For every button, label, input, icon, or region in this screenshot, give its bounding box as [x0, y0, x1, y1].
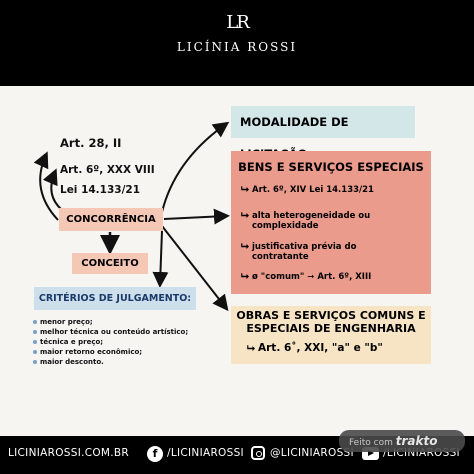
- bens-title: BENS E SERVIÇOS ESPECIAIS: [238, 160, 424, 174]
- art28-label: Art. 28, II: [60, 136, 122, 150]
- conceito-box: CONCEITO: [72, 253, 148, 274]
- bens-item: complexidade: [252, 221, 319, 231]
- corner-arrow-icon: ⮡: [241, 184, 249, 195]
- corner-arrow-icon: ⮡: [247, 343, 255, 354]
- bens-item: ⮡justificativa prévia do: [241, 241, 357, 252]
- obras-item: ⮡Art. 6˚, XXI, "a" e "b": [247, 342, 383, 354]
- header: LR LICÍNIA ROSSI: [0, 0, 474, 86]
- arrow-to-bens: [163, 208, 230, 225]
- modalidade-box: MODALIDADE DE LICITAÇÃO: [231, 106, 415, 161]
- criterio-item: maior retorno econômico;: [33, 348, 142, 356]
- arrow-to-art28: [33, 151, 59, 221]
- arrow-to-art6: [42, 168, 63, 211]
- arrow-to-obras: [161, 225, 229, 312]
- arrow-to-modalidade: [161, 121, 230, 213]
- bens-item: ⮡ø "comum" ➞ Art. 6º, XIII: [241, 271, 372, 282]
- footer-instagram-link[interactable]: @LICINIAROSSI: [270, 447, 354, 459]
- concorrencia-box: CONCORRÊNCIA: [59, 208, 163, 231]
- footer-site-link[interactable]: LICINIAROSSI.COM.BR: [8, 447, 130, 459]
- logo: LR: [226, 12, 250, 33]
- criterios-box: CRITÉRIOS DE JULGAMENTO:: [34, 287, 196, 310]
- facebook-icon[interactable]: f: [147, 446, 163, 462]
- corner-arrow-icon: ⮡: [241, 210, 249, 221]
- criterio-item: técnica e preço;: [33, 338, 103, 346]
- footer-facebook-link[interactable]: /LICINIAROSSI: [167, 447, 244, 459]
- criterio-item: melhor técnica ou conteúdo artístico;: [33, 328, 188, 336]
- corner-arrow-icon: ⮡: [241, 271, 249, 282]
- corner-arrow-icon: ⮡: [241, 241, 249, 252]
- trakto-watermark[interactable]: Feito com trakto: [339, 430, 465, 452]
- criterio-item: maior desconto.: [33, 358, 104, 366]
- bens-item: ⮡alta heterogeneidade ou: [241, 210, 371, 221]
- lei-label: Lei 14.133/21: [60, 184, 141, 196]
- instagram-icon[interactable]: [251, 446, 265, 460]
- bens-item: contratante: [252, 252, 309, 262]
- bens-item: ⮡Art. 6º, XIV Lei 14.133/21: [241, 184, 374, 195]
- brand-name: LICÍNIA ROSSI: [176, 40, 298, 54]
- art6-label: Art. 6º, XXX VIII: [60, 164, 155, 176]
- bens-servicos-box: BENS E SERVIÇOS ESPECIAIS ⮡Art. 6º, XIV …: [231, 151, 431, 294]
- criterio-item: menor preço;: [33, 318, 93, 326]
- arrow-to-criterios: [152, 230, 169, 288]
